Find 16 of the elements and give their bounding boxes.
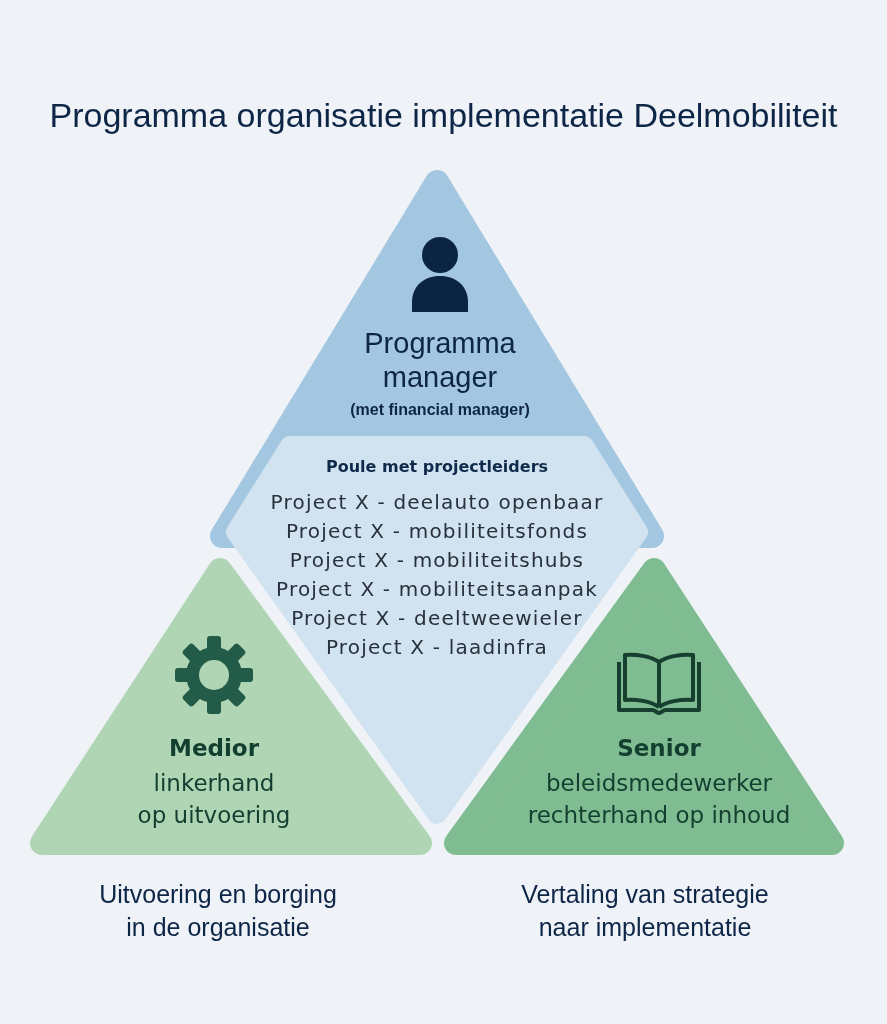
role-description: linkerhand op uitvoering bbox=[136, 769, 292, 830]
role-title: Senior bbox=[617, 734, 701, 763]
role-title: Medior bbox=[169, 734, 259, 763]
diagram-title: Programma organisatie implementatie Deelmobiliteit bbox=[49, 95, 838, 135]
caption-text: Uitvoering en borging in de organisatie bbox=[98, 879, 338, 943]
role-title: Programma manager bbox=[363, 326, 517, 394]
project-item: Project X - mobiliteitsfonds bbox=[285, 518, 589, 545]
group-heading: Poule met projectleiders bbox=[325, 456, 549, 478]
role-description: beleidsmedewerker rechterhand op inhoud bbox=[526, 769, 792, 830]
role-subtitle: (met financial manager) bbox=[350, 400, 530, 420]
project-item: Project X - laadinfra bbox=[325, 634, 549, 661]
caption-text: Vertaling van strategie naar implementatie bbox=[520, 879, 770, 943]
project-item: Project X - deeltweewieler bbox=[291, 605, 583, 632]
project-item: Project X - mobiliteitsaanpak bbox=[276, 576, 598, 603]
project-item: Project X - mobiliteitshubs bbox=[289, 547, 585, 574]
project-item: Project X - deelauto openbaar bbox=[270, 489, 604, 516]
